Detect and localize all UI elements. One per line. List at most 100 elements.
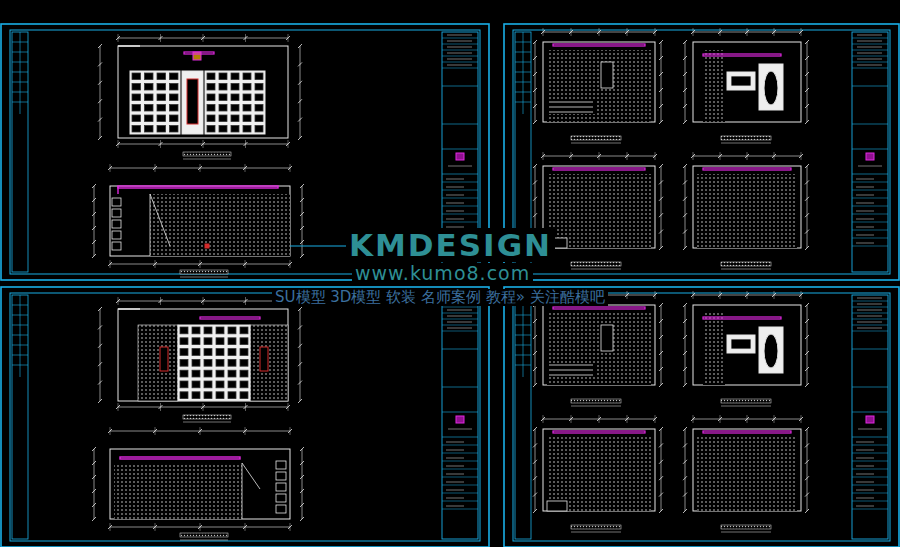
shelf-box — [276, 494, 286, 502]
dimension-tick — [98, 81, 102, 85]
title-row — [442, 453, 478, 454]
title-text-mark — [857, 316, 882, 317]
title-row — [442, 319, 478, 320]
dimension-tick — [805, 383, 809, 387]
dimension-extension — [245, 403, 246, 411]
dimension-tick — [805, 246, 809, 250]
title-row — [852, 198, 888, 199]
caption-underline — [571, 269, 621, 270]
elevation-top — [98, 34, 302, 159]
title-text-mark — [446, 450, 464, 451]
title-row — [442, 485, 478, 486]
title-row — [852, 469, 888, 470]
title-text-mark — [857, 310, 882, 311]
title-row — [852, 349, 888, 350]
cabinet-niche — [180, 359, 188, 366]
dimension-tick — [533, 88, 537, 92]
dimension-tick — [659, 509, 663, 513]
sheet-inner-frame — [513, 293, 890, 541]
title-row — [442, 124, 478, 125]
dimension-extension — [110, 260, 111, 268]
dimension-tick — [298, 344, 302, 348]
dimension-tick — [92, 240, 96, 244]
title-row — [852, 246, 888, 247]
dimension-extension — [747, 415, 748, 423]
dimension-tick — [533, 56, 537, 60]
dimension-line — [94, 449, 95, 519]
title-row — [442, 50, 478, 51]
dimension-extension — [200, 427, 201, 435]
title-text-mark — [856, 442, 874, 443]
cabinet-niche — [145, 73, 154, 80]
side-strip-divider — [20, 32, 21, 114]
cabinet-niche — [228, 392, 236, 399]
cabinet-niche — [170, 105, 179, 112]
cabinet-niche — [207, 73, 215, 80]
dimension-tick — [533, 40, 537, 44]
title-row — [852, 222, 888, 223]
ceiling-accent — [553, 44, 645, 46]
title-row — [442, 38, 478, 39]
elevation-outline — [543, 166, 655, 248]
shelf-box — [276, 483, 286, 491]
cabinet-niche — [219, 105, 227, 112]
caption-underline — [721, 269, 771, 270]
title-row — [442, 198, 478, 199]
title-text-mark — [856, 243, 874, 244]
cabinet-niche — [207, 105, 215, 112]
watermark-text: SU模型 3D模型 软装 名师案例 教程» 关注酷模吧 — [272, 289, 608, 306]
dimension-tick — [683, 88, 687, 92]
dimension-tick — [298, 62, 302, 66]
title-row — [442, 509, 478, 510]
door-swing — [150, 194, 170, 246]
cabinet-niche — [255, 94, 263, 101]
cabinet-niche — [240, 359, 248, 366]
title-text-mark — [856, 187, 874, 188]
cabinet-niche — [231, 73, 239, 80]
dimension-extension — [571, 28, 572, 36]
niche — [601, 325, 613, 351]
cabinet-niche — [204, 370, 212, 377]
dimension-tick — [805, 88, 809, 92]
ceiling-accent — [703, 317, 781, 319]
oval-ornament — [764, 334, 778, 368]
cabinet-niche — [219, 126, 227, 133]
dimension-extension — [543, 415, 544, 423]
elevation-a — [533, 291, 663, 406]
dimension-extension — [599, 28, 600, 36]
title-row — [442, 501, 478, 502]
dimension-tick — [298, 307, 302, 311]
shelf-box — [276, 461, 286, 469]
cabinet-niche — [145, 84, 154, 91]
cabinet-niche — [180, 370, 188, 377]
title-text-mark — [447, 328, 472, 329]
ceiling-accent — [703, 54, 781, 56]
cabinet-niche — [228, 327, 236, 334]
cabinet-niche — [216, 392, 224, 399]
title-text-mark — [857, 328, 882, 329]
ceiling-accent — [553, 307, 645, 309]
title-row — [852, 124, 888, 125]
title-text-mark — [856, 219, 874, 220]
drawing-caption-bar — [183, 415, 231, 419]
dimension-tick — [92, 489, 96, 493]
cabinet-line — [549, 107, 593, 108]
title-row — [852, 149, 888, 150]
dimension-extension — [774, 152, 775, 160]
dimension-extension — [288, 34, 289, 42]
elevation-a — [533, 28, 663, 143]
cabinet-niche — [170, 73, 179, 80]
cabinet-niche — [180, 349, 188, 356]
caption-underline — [721, 406, 771, 407]
dimension-extension — [655, 291, 656, 299]
logo-mark — [456, 153, 464, 160]
dimension-tick — [659, 88, 663, 92]
dimension-tick — [659, 164, 663, 168]
title-row — [442, 44, 478, 45]
dimension-extension — [747, 291, 748, 299]
dimension-tick — [683, 104, 687, 108]
logo-mark — [456, 416, 464, 423]
ceiling-accent — [703, 431, 791, 433]
dimension-tick — [805, 460, 809, 464]
title-row — [852, 38, 888, 39]
